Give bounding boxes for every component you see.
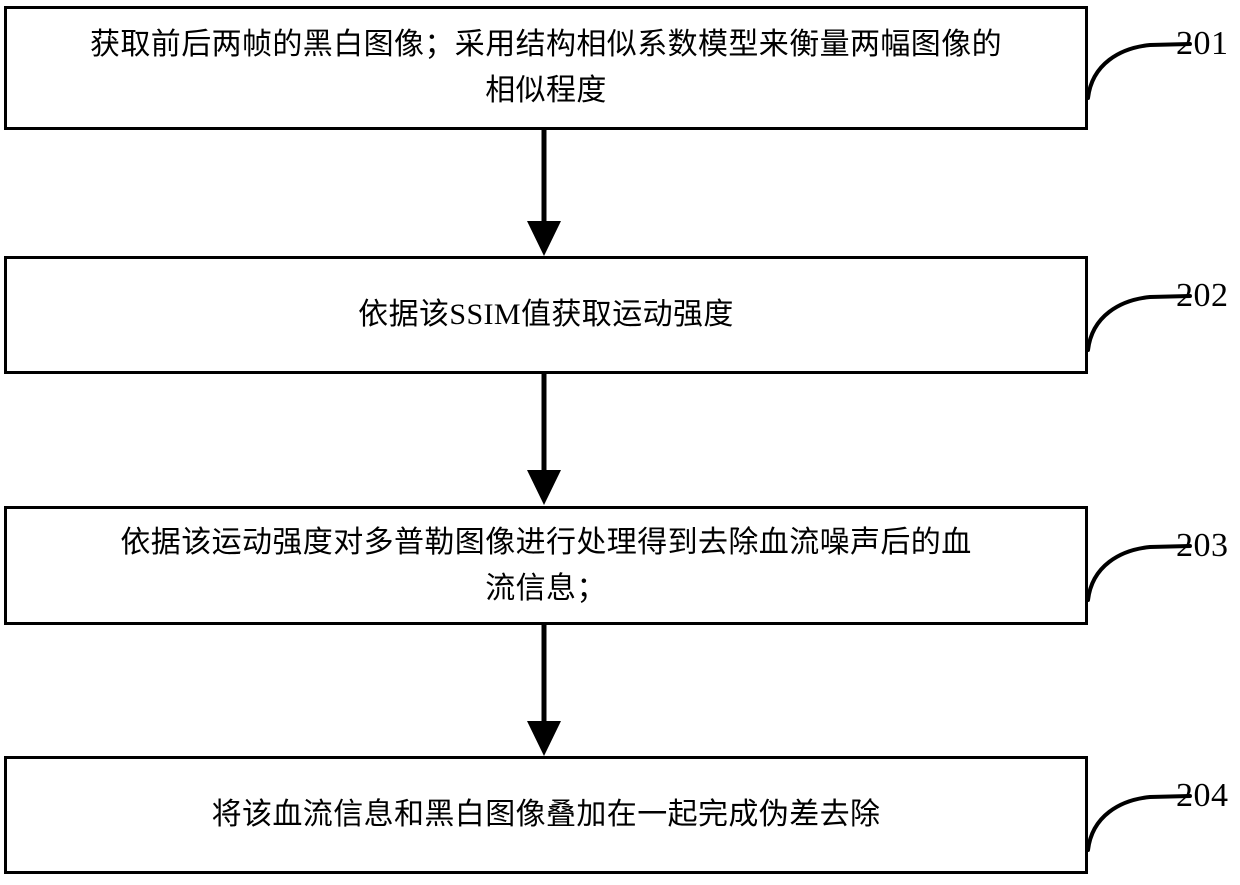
flow-box-203-text: 依据该运动强度对多普勒图像进行处理得到去除血流噪声后的血 流信息；: [120, 525, 972, 605]
ref-label-202: 202: [1176, 277, 1229, 314]
connector-202-203: [527, 373, 561, 505]
flow-box-202-text: 依据该SSIM值获取运动强度: [358, 298, 734, 332]
ref-label-203: 203: [1176, 527, 1229, 564]
flow-box-204: 将该血流信息和黑白图像叠加在一起完成伪差去除: [4, 756, 1088, 874]
flow-box-204-text: 将该血流信息和黑白图像叠加在一起完成伪差去除: [211, 798, 881, 832]
flow-box-202: 依据该SSIM值获取运动强度: [4, 256, 1088, 374]
flow-box-201-text: 获取前后两帧的黑白图像；采用结构相似系数模型来衡量两幅图像的 相似程度: [90, 28, 1002, 107]
ref-label-204: 204: [1176, 777, 1229, 814]
connector-201-202: [527, 129, 561, 256]
connector-203-204: [527, 624, 561, 756]
flow-box-201: 获取前后两帧的黑白图像；采用结构相似系数模型来衡量两幅图像的 相似程度: [4, 6, 1088, 130]
ref-label-201: 201: [1176, 25, 1229, 62]
flow-box-203: 依据该运动强度对多普勒图像进行处理得到去除血流噪声后的血 流信息；: [4, 506, 1088, 625]
